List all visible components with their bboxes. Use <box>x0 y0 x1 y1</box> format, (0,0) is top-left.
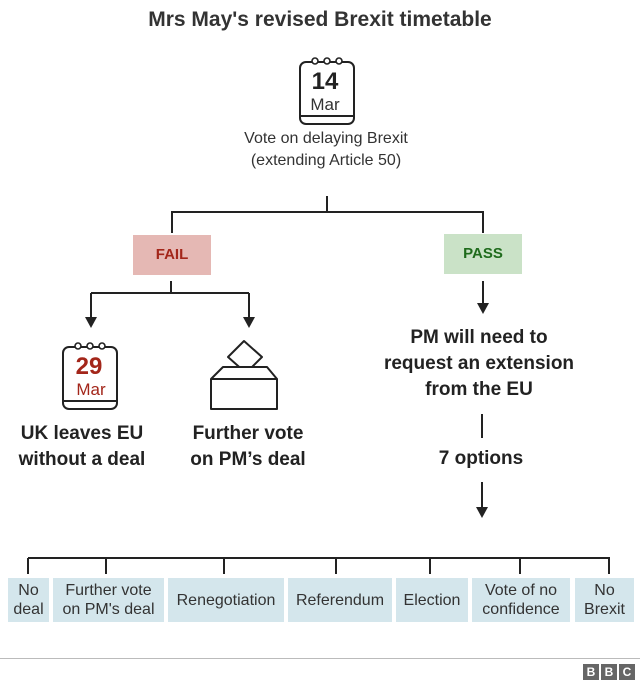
top-event-description: Vote on delaying Brexit (extending Artic… <box>244 130 408 169</box>
option-no-deal: No deal <box>8 578 49 622</box>
option-line-1: Further vote <box>65 582 152 599</box>
option-line-1: Vote of no <box>484 582 558 599</box>
calendar-day: 29 <box>75 353 103 380</box>
option-referendum: Referendum <box>288 578 392 622</box>
arrowhead-options <box>476 507 488 518</box>
outcome-no-deal-text: UK leaves EU without a deal <box>0 421 164 473</box>
option-line-2: Brexit <box>584 601 625 618</box>
logo-letter: C <box>619 664 635 680</box>
calendar-icon: 14 Mar <box>298 56 356 126</box>
option-renegotiation: Renegotiation <box>168 578 284 622</box>
fail-badge: FAIL <box>133 235 211 275</box>
option-line-1: Referendum <box>295 591 385 609</box>
calendar-month: Mar <box>310 95 340 114</box>
calendar-month: Mar <box>76 380 106 399</box>
arrowhead-fail-left <box>85 317 97 328</box>
result-line-3: from the EU <box>425 379 533 400</box>
option-line-1: Election <box>403 591 461 609</box>
option-line-2: on PM's deal <box>62 601 155 618</box>
outcome-further-vote-text: Further vote on PM’s deal <box>166 421 330 473</box>
option-line-1: No <box>594 582 615 599</box>
bbc-logo: B B C <box>583 664 635 680</box>
outcome-line-1: UK leaves EU <box>20 423 144 444</box>
ballot-box-icon <box>210 340 278 410</box>
option-line-1: No <box>18 582 39 599</box>
calendar-icon-no-deal: 29 Mar <box>61 341 119 411</box>
option-vote-of-no-confidence: Vote of no confidence <box>472 578 570 622</box>
options-heading: 7 options <box>438 448 524 469</box>
outcome-line-2: without a deal <box>18 449 146 470</box>
logo-letter: B <box>583 664 599 680</box>
footer-divider <box>0 658 640 659</box>
page-title: Mrs May's revised Brexit timetable <box>148 8 492 31</box>
option-line-1: Renegotiation <box>176 591 276 609</box>
pass-result-text: PM will need to request an extension fro… <box>348 325 610 403</box>
calendar-day: 14 <box>311 68 339 95</box>
arrowhead-fail-right <box>243 317 255 328</box>
arrowhead-pass <box>477 303 489 314</box>
pass-badge: PASS <box>444 234 522 274</box>
option-further-vote: Further vote on PM's deal <box>53 578 164 622</box>
option-election: Election <box>396 578 468 622</box>
result-line-2: request an extension <box>383 353 575 374</box>
option-line-2: confidence <box>482 601 560 618</box>
outcome-line-2: on PM’s deal <box>190 449 306 470</box>
option-line-2: deal <box>13 601 44 618</box>
logo-letter: B <box>601 664 617 680</box>
result-line-1: PM will need to <box>410 327 548 348</box>
outcome-line-1: Further vote <box>192 423 304 444</box>
